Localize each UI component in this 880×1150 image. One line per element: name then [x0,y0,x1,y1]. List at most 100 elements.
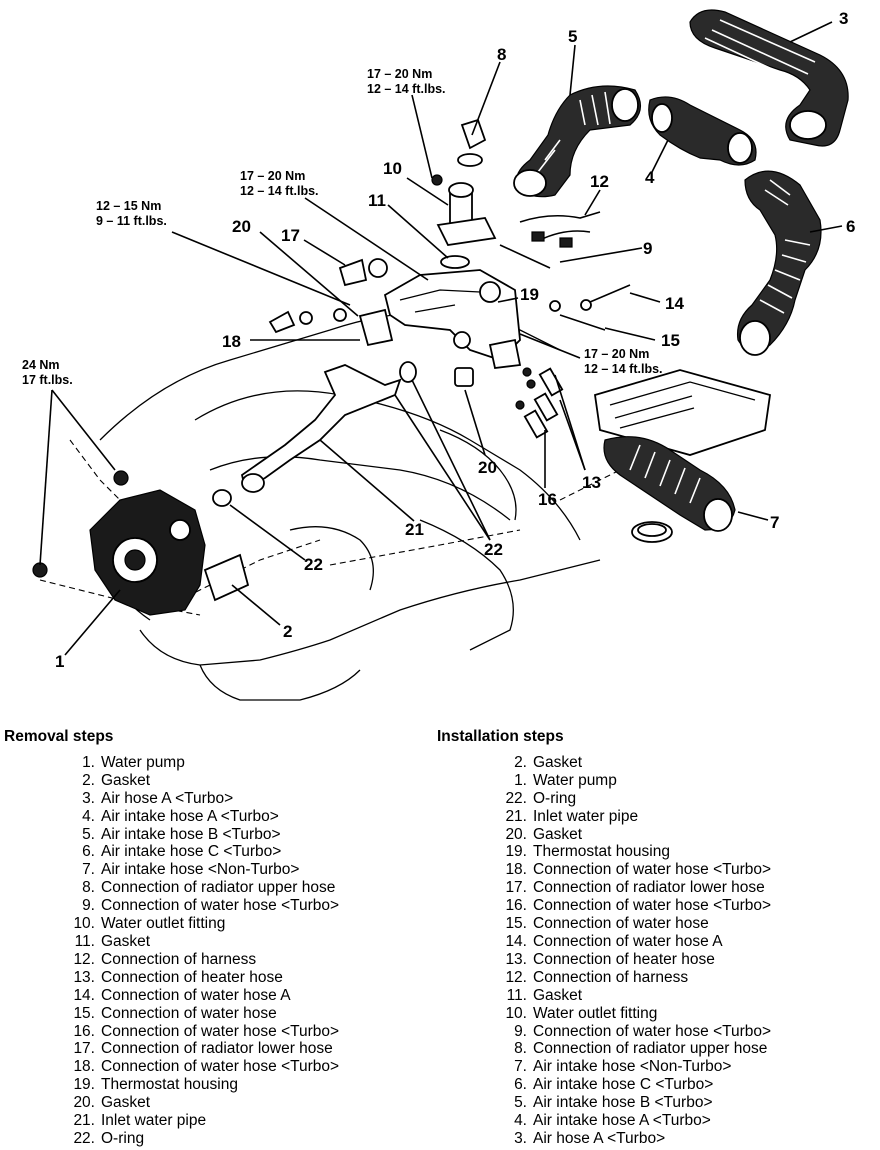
step-item: 5. Air intake hose B <Turbo> [437,1094,867,1112]
step-text: Connection of harness [533,968,689,986]
step-item: 15.Connection of water hose [4,1005,424,1023]
step-text: Connection of water hose <Turbo> [533,1022,772,1040]
step-text: Air intake hose A <Turbo> [101,807,279,825]
radiator-lower-hose-connection [338,258,388,287]
step-item: 7.Air intake hose <Non-Turbo> [4,861,424,879]
step-text: Air intake hose B <Turbo> [533,1094,713,1112]
callout-16: 16 [538,490,557,509]
thermostat-housing [383,269,522,369]
small-water-hoses [499,244,631,331]
step-text: Inlet water pipe [101,1112,207,1130]
torque-specs: 17 – 20 Nm 12 – 14 ft.lbs. 17 – 20 Nm 12… [22,67,663,387]
step-item: 3.Air hose A <Turbo> [4,790,424,808]
step-item: 4. Air intake hose A <Turbo> [437,1112,867,1130]
step-number: 5. [514,1094,527,1112]
step-number: 20. [73,1094,95,1112]
step-item: 21.Inlet water pipe [4,1112,424,1130]
step-item: 22.O-ring [4,1130,424,1148]
step-item: 5.Air intake hose B <Turbo> [4,826,424,844]
step-text: Connection of radiator upper hose [533,1040,768,1058]
air-intake-hose-c [736,170,822,356]
step-item: 6.Air intake hose C <Turbo> [4,843,424,861]
step-item: 1. Water pump [4,754,424,772]
step-number: 16. [73,1022,95,1040]
step-item: 4. Air intake hose A <Turbo> [4,808,424,826]
callout-14: 14 [665,294,684,313]
step-item: 15.Connection of water hose [437,915,867,933]
step-item: 16.Connection of water hose <Turbo> [4,1023,424,1041]
step-text: Air intake hose A <Turbo> [533,1112,711,1130]
torque-housing-nm: 17 – 20 Nm [240,169,305,183]
step-text: Connection of radiator upper hose [101,879,336,897]
callout-15: 15 [661,331,680,350]
step-item: 13.Connection of heater hose [4,969,424,987]
step-number: 22. [73,1129,95,1147]
step-text: Water pump [533,771,617,789]
callout-2: 2 [283,622,292,641]
installation-steps-title: Installation steps [437,728,564,745]
step-text: Inlet water pipe [533,807,639,825]
callout-6: 6 [846,217,855,236]
step-number: 16. [505,897,527,915]
torque-outlet-nm: 17 – 20 Nm [367,67,432,81]
step-text: Air intake hose C <Turbo> [101,843,282,861]
thermostat-gasket [358,308,474,387]
step-item: 9. Connection of water hose <Turbo> [437,1023,867,1041]
callout-5: 5 [568,27,577,46]
torque-fitting-nm: 17 – 20 Nm [584,347,649,361]
step-number: 7. [514,1058,527,1076]
water-pump [32,470,206,616]
air-intake-hose-b [513,85,641,198]
step-number: 22. [505,789,527,807]
step-item: 12.Connection of harness [4,951,424,969]
callout-8: 8 [497,45,506,64]
step-number: 14. [73,986,95,1004]
step-text: Gasket [533,753,583,771]
step-text: Connection of radiator lower hose [101,1040,333,1058]
step-number: 20. [505,825,527,843]
step-text: Connection of water hose <Turbo> [533,897,772,915]
callout-13: 13 [582,473,601,492]
callout-22-left: 22 [304,555,323,574]
step-number: 4. [82,807,95,825]
torque-pump-nm: 24 Nm [22,358,60,372]
step-number: 19. [73,1076,95,1094]
step-text: O-ring [533,789,577,807]
step-item: 6.Air intake hose C <Turbo> [437,1076,867,1094]
torque-fitting-ftlbs: 12 – 14 ft.lbs. [584,362,663,376]
step-item: 17.Connection of radiator lower hose [437,879,867,897]
o-rings [212,361,417,507]
step-number: 9. [514,1022,527,1040]
step-text: Gasket [101,771,151,789]
step-number: 3. [82,789,95,807]
callout-9: 9 [643,239,652,258]
step-item: 16. Connection of water hose <Turbo> [437,897,867,915]
step-item: 10. Water outlet fitting [4,915,424,933]
callout-11: 11 [368,191,386,210]
step-number: 1. [82,753,95,771]
radiator-upper-hose-connection [457,118,487,167]
step-item: 14.Connection of water hose A [437,933,867,951]
step-text: Water outlet fitting [101,915,226,933]
torque-hose-ftlbs: 9 – 11 ft.lbs. [96,214,167,228]
step-number: 10. [73,915,95,933]
step-text: Gasket [533,825,583,843]
step-number: 4. [514,1112,527,1130]
step-number: 10. [505,1004,527,1022]
step-text: Water pump [101,753,185,771]
step-item: 2.Gasket [4,772,424,790]
water-outlet-fitting [431,174,497,246]
step-item: 20.Gasket [4,1094,424,1112]
step-number: 13. [505,950,527,968]
air-cleaner-and-intake-hose [593,369,772,543]
callout-21: 21 [405,520,424,539]
callout-10: 10 [383,159,402,178]
step-number: 12. [505,968,527,986]
callout-numbers: 3 5 8 4 10 12 11 6 20 17 9 19 14 18 15 2… [55,9,855,671]
step-number: 8. [82,879,95,897]
step-text: Connection of radiator lower hose [533,879,765,897]
water-hose-turbo-connection [268,308,347,334]
